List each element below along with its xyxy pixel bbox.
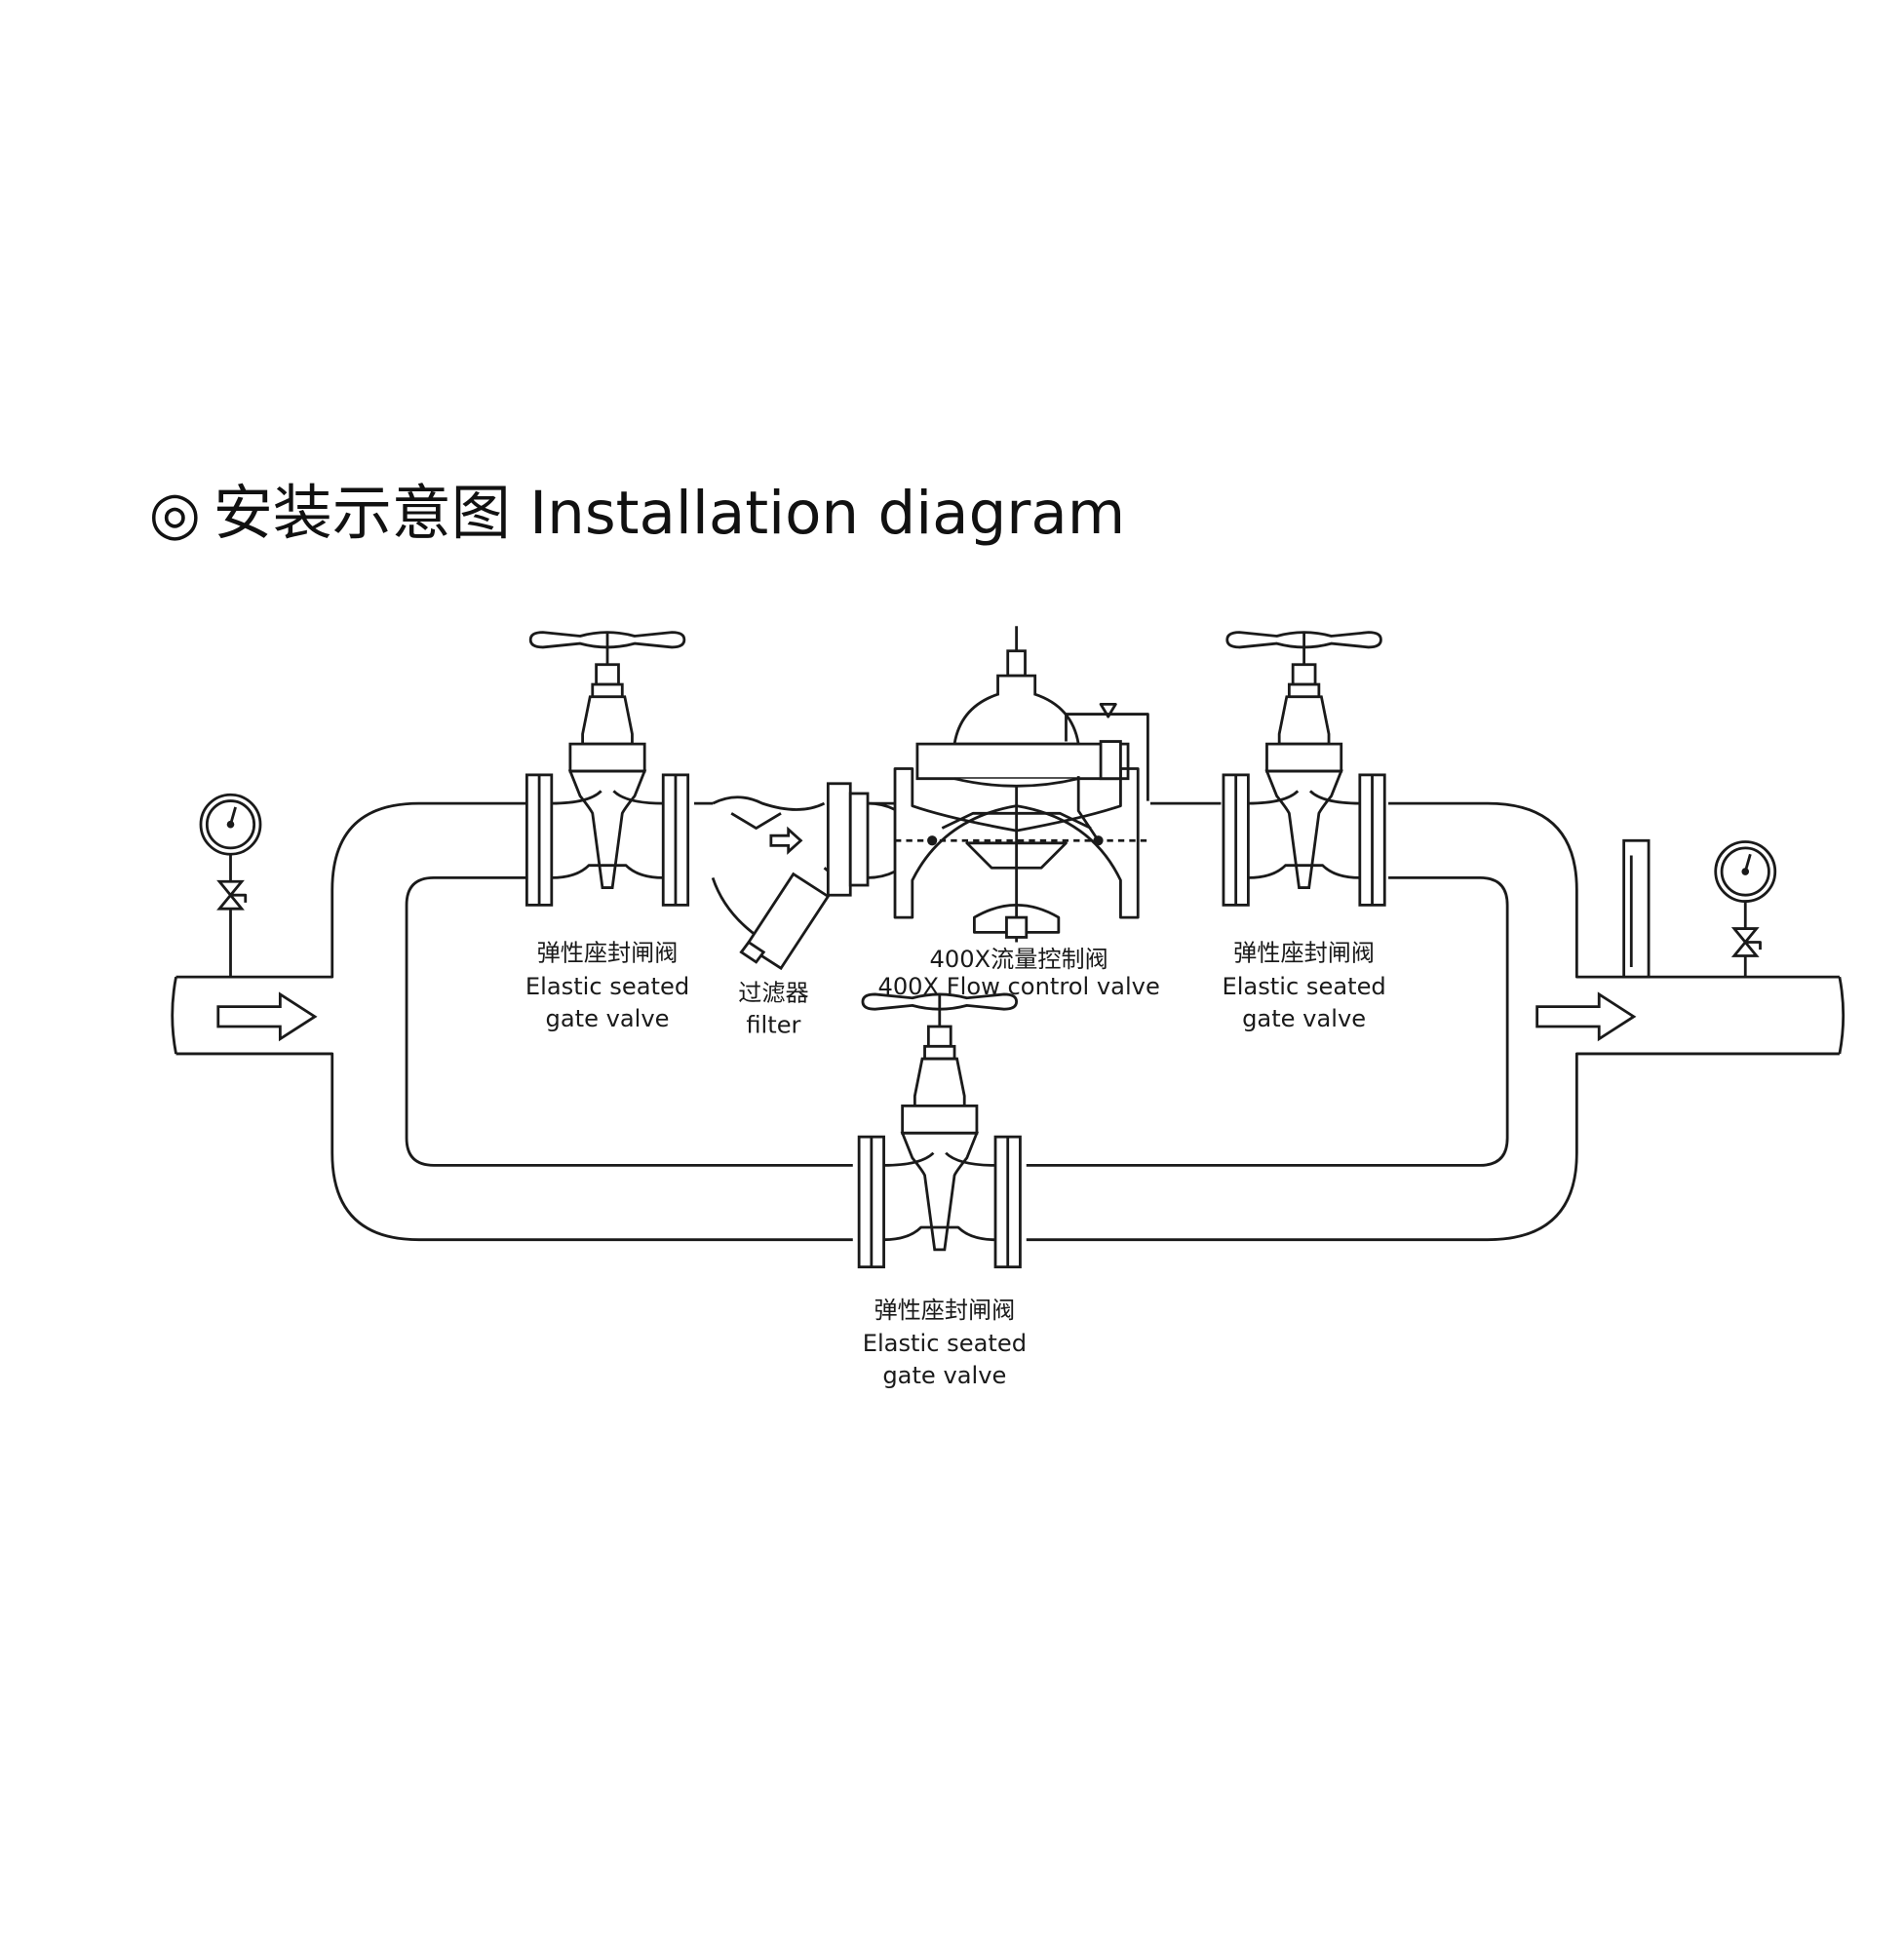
svg-text:400X Flow control valve: 400X Flow control valve: [877, 973, 1159, 1000]
svg-text:Elastic seated: Elastic seated: [863, 1330, 1027, 1357]
svg-text:gate valve: gate valve: [1242, 1005, 1366, 1032]
flowmeter-icon: [1622, 838, 1651, 979]
pressure-gauge-outlet-icon: [1714, 840, 1777, 957]
svg-text:Elastic seated: Elastic seated: [1222, 973, 1385, 1000]
page-title: 安装示意图 Installation diagram: [214, 479, 1126, 548]
svg-text:gate valve: gate valve: [546, 1005, 670, 1032]
svg-text:弹性座封闸阀: 弹性座封闸阀: [537, 940, 679, 967]
label-gate-valve-left: 弹性座封闸阀 Elastic seated gate valve: [525, 940, 689, 1032]
svg-text:弹性座封闸阀: 弹性座封闸阀: [1233, 940, 1375, 967]
svg-text:filter: filter: [746, 1011, 800, 1038]
pipe-network: [171, 801, 1846, 1242]
label-gate-valve-bypass: 弹性座封闸阀 Elastic seated gate valve: [863, 1297, 1027, 1389]
label-control-valve: 400X流量控制阀 400X Flow control valve: [877, 946, 1159, 1000]
gate-valve-left: [525, 631, 690, 907]
svg-text:gate valve: gate valve: [882, 1362, 1006, 1389]
title-symbol: ◎: [149, 479, 201, 548]
svg-text:Elastic seated: Elastic seated: [525, 973, 689, 1000]
y-filter: [711, 782, 870, 971]
svg-text:400X流量控制阀: 400X流量控制阀: [929, 946, 1107, 973]
gate-valve-right: [1222, 631, 1386, 907]
label-filter: 过滤器 filter: [738, 979, 808, 1038]
gate-valve-bypass: [857, 992, 1022, 1269]
flow-arrow-out-icon: [1535, 991, 1637, 1042]
label-gate-valve-right: 弹性座封闸阀 Elastic seated gate valve: [1222, 940, 1385, 1032]
flow-control-valve: [868, 626, 1150, 943]
svg-text:过滤器: 过滤器: [738, 979, 808, 1006]
pressure-gauge-inlet-icon: [199, 793, 262, 911]
svg-text:弹性座封闸阀: 弹性座封闸阀: [874, 1297, 1015, 1324]
flow-arrow-in-icon: [216, 991, 318, 1042]
